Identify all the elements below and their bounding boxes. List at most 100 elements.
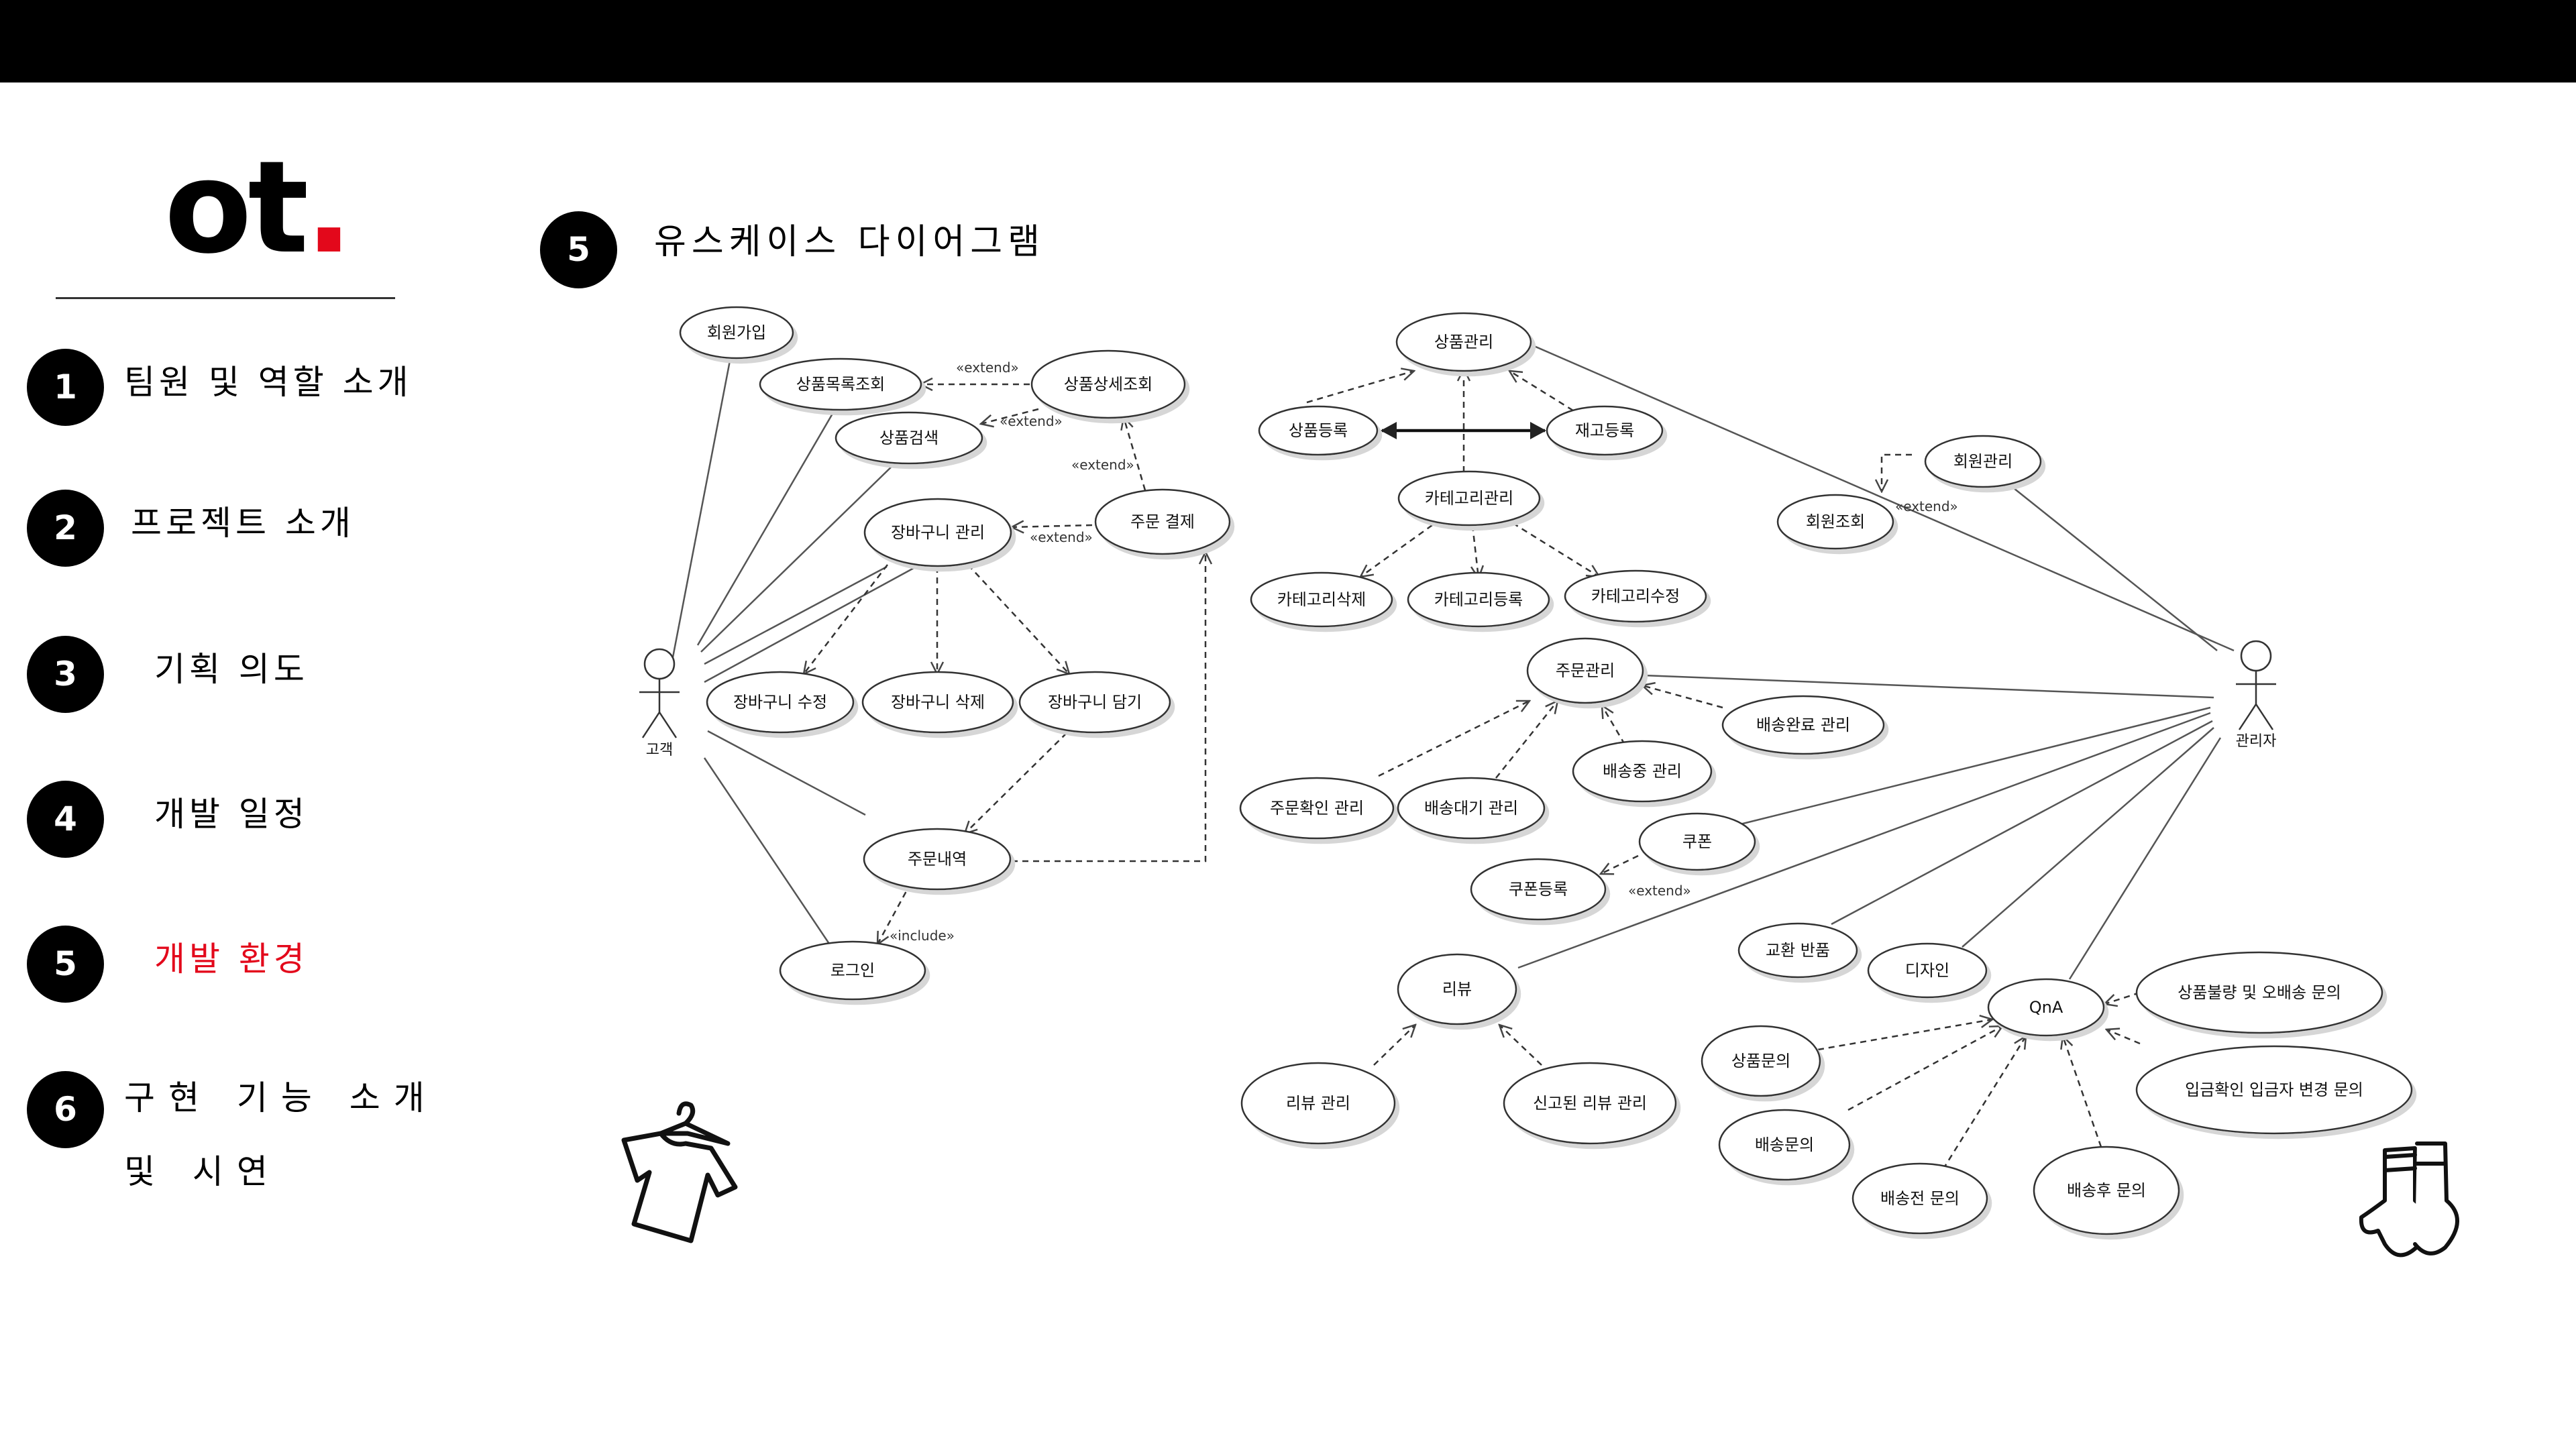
usecase-stock-register: 재고등록 xyxy=(1546,405,1664,456)
usecase-review: 리뷰 xyxy=(1397,953,1517,1025)
svg-text:배송완료 관리: 배송완료 관리 xyxy=(1756,716,1850,734)
svg-text:회원관리: 회원관리 xyxy=(1953,452,2012,471)
svg-text:리뷰: 리뷰 xyxy=(1442,980,1472,999)
usecase-coupon: 쿠폰 xyxy=(1638,812,1756,871)
usecase-cart-add: 장바구니 담기 xyxy=(1018,671,1171,734)
logo-divider xyxy=(56,297,395,299)
top-bar xyxy=(0,0,2576,82)
usecase-reported-review: 신고된 리뷰 관리 xyxy=(1503,1062,1677,1145)
logo-dot: . xyxy=(305,133,353,282)
usecase-delivery-inquiry: 배송문의 xyxy=(1718,1109,1851,1181)
tshirt-hanger-icon xyxy=(621,1101,738,1243)
svg-text:교환 반품: 교환 반품 xyxy=(1766,941,1830,960)
svg-text:카테고리관리: 카테고리관리 xyxy=(1425,489,1513,508)
nav-number-badge: 3 xyxy=(27,636,104,713)
svg-text:배송문의: 배송문의 xyxy=(1755,1135,1814,1154)
usecase-category-delete: 카테고리삭제 xyxy=(1250,571,1393,628)
usecase-qna: QnA xyxy=(1987,978,2105,1037)
svg-text:디자인: 디자인 xyxy=(1905,961,1949,980)
usecase-coupon-register: 쿠폰등록 xyxy=(1470,858,1607,921)
svg-text:신고된 리뷰 관리: 신고된 리뷰 관리 xyxy=(1533,1094,1647,1113)
usecase-before-delivery-inquiry: 배송전 문의 xyxy=(1851,1162,1988,1235)
extend-label: «extend» xyxy=(1030,529,1093,545)
usecase-cart-edit: 장바구니 수정 xyxy=(706,671,855,734)
nav-label: 팀원 및 역할 소개 xyxy=(124,363,413,402)
svg-text:쿠폰: 쿠폰 xyxy=(1682,832,1712,851)
nav-number-badge: 6 xyxy=(27,1071,104,1148)
usecase-product-detail: 상품상세조회 xyxy=(1030,349,1186,419)
nav-label: 프로젝트 소개 xyxy=(131,504,355,543)
svg-text:상품상세조회: 상품상세조회 xyxy=(1064,375,1152,394)
usecase-order-confirm: 주문확인 관리 xyxy=(1239,777,1395,840)
stereotype-labels: «extend» «extend» «extend» «extend» «inc… xyxy=(890,359,1958,944)
svg-text:QnA: QnA xyxy=(2029,998,2063,1017)
svg-text:회원가입: 회원가입 xyxy=(707,323,766,342)
usecase-order-pay: 주문 결제 xyxy=(1094,488,1231,555)
extend-label: «extend» xyxy=(1000,413,1063,429)
svg-text:배송대기 관리: 배송대기 관리 xyxy=(1424,799,1518,818)
svg-text:장바구니 수정: 장바구니 수정 xyxy=(733,693,827,712)
usecase-delivery-wait: 배송대기 관리 xyxy=(1397,777,1546,840)
logo-text: ot xyxy=(164,133,309,282)
svg-text:상품목록조회: 상품목록조회 xyxy=(796,375,885,394)
dependency-arrows xyxy=(804,369,2141,1179)
usecase-depositor-inquiry: 입금확인 입금자 변경 문의 xyxy=(2135,1045,2413,1135)
usecase-defect-inquiry: 상품불량 및 오배송 문의 xyxy=(2135,951,2383,1034)
section-title: 유스케이스 다이어그램 xyxy=(654,222,1045,262)
extend-label: «extend» xyxy=(1071,457,1134,473)
usecase-after-delivery-inquiry: 배송후 문의 xyxy=(2033,1146,2180,1235)
usecase-cart-delete: 장바구니 삭제 xyxy=(861,671,1014,734)
svg-text:리뷰 관리: 리뷰 관리 xyxy=(1286,1094,1350,1113)
usecase-review-manage: 리뷰 관리 xyxy=(1240,1062,1396,1145)
svg-text:배송후 문의: 배송후 문의 xyxy=(2067,1181,2146,1200)
nav-number-badge: 2 xyxy=(27,490,104,567)
association-lines xyxy=(672,343,2235,980)
socks-icon xyxy=(2359,1141,2459,1258)
usecase-category-manage: 카테고리관리 xyxy=(1397,470,1541,526)
extend-label: «extend» xyxy=(1628,883,1691,899)
svg-text:주문내역: 주문내역 xyxy=(908,850,967,869)
usecase-design: 디자인 xyxy=(1867,942,1988,999)
usecase-login: 로그인 xyxy=(779,940,926,1001)
usecase-product-manage: 상품관리 xyxy=(1395,312,1532,372)
nav-number-badge: 1 xyxy=(27,349,104,426)
nav-label: 개발 일정 xyxy=(154,795,309,834)
actor-admin xyxy=(2236,640,2276,730)
include-label: «include» xyxy=(890,928,955,944)
svg-text:장바구니 담기: 장바구니 담기 xyxy=(1048,693,1142,712)
usecase-delivering: 배송중 관리 xyxy=(1572,740,1713,803)
usecase-product-search: 상품검색 xyxy=(835,411,983,465)
usecase-category-edit: 카테고리수정 xyxy=(1564,569,1707,623)
svg-text:배송전 문의: 배송전 문의 xyxy=(1880,1189,1960,1208)
logo: ot. xyxy=(164,144,354,272)
actor-admin-label: 관리자 xyxy=(2236,733,2277,750)
svg-text:카테고리삭제: 카테고리삭제 xyxy=(1277,590,1366,609)
svg-text:주문 결제: 주문 결제 xyxy=(1130,512,1195,531)
actor-customer-label: 고객 xyxy=(646,742,673,759)
nav-number-badge: 5 xyxy=(27,926,104,1003)
svg-text:회원조회: 회원조회 xyxy=(1806,512,1865,531)
svg-text:상품불량 및 오배송 문의: 상품불량 및 오배송 문의 xyxy=(2178,983,2341,1002)
usecase-member-manage: 회원관리 xyxy=(1924,435,2042,488)
usecase-delivery-done: 배송완료 관리 xyxy=(1721,695,1885,755)
svg-text:로그인: 로그인 xyxy=(830,961,875,980)
usecase-order-manage: 주문관리 xyxy=(1526,637,1644,704)
svg-text:장바구니 삭제: 장바구니 삭제 xyxy=(891,693,985,712)
svg-text:장바구니 관리: 장바구니 관리 xyxy=(891,523,985,542)
svg-text:주문확인 관리: 주문확인 관리 xyxy=(1270,799,1364,818)
actor-customer xyxy=(639,648,680,738)
svg-text:상품문의: 상품문의 xyxy=(1731,1052,1790,1070)
nav-label: 구현 기능 소개 및 시연 xyxy=(124,1078,438,1191)
svg-text:쿠폰등록: 쿠폰등록 xyxy=(1509,880,1568,899)
usecase-product-inquiry: 상품문의 xyxy=(1701,1025,1821,1097)
nav-number-badge: 4 xyxy=(27,781,104,858)
usecase-product-register: 상품등록 xyxy=(1258,405,1379,456)
svg-text:배송중 관리: 배송중 관리 xyxy=(1603,762,1682,781)
usecase-signup: 회원가입 xyxy=(679,306,794,359)
svg-text:재고등록: 재고등록 xyxy=(1575,421,1634,440)
svg-text:입금확인 입금자 변경 문의: 입금확인 입금자 변경 문의 xyxy=(2185,1080,2363,1099)
usecase-category-register: 카테고리등록 xyxy=(1407,571,1550,628)
extend-label: «extend» xyxy=(956,359,1019,376)
section-number-badge: 5 xyxy=(540,211,617,288)
